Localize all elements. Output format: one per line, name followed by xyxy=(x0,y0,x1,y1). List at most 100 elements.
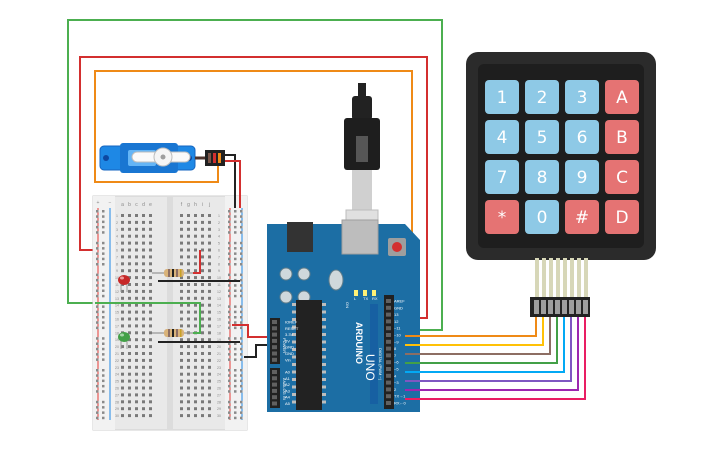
wire-red-resistor[interactable] xyxy=(193,250,201,274)
key-hash[interactable]: # xyxy=(565,200,599,234)
keypad-wire[interactable] xyxy=(405,314,586,400)
pin-label: 13 xyxy=(394,312,399,317)
column-label: a xyxy=(121,202,124,208)
pin-label: A5 xyxy=(285,401,291,406)
power-label: POWER xyxy=(282,338,287,353)
pin-hole xyxy=(272,357,277,362)
servo-motor[interactable] xyxy=(99,143,196,173)
keypad-wire[interactable] xyxy=(405,314,579,391)
key-0[interactable]: 0 xyxy=(525,200,559,234)
key-star[interactable]: * xyxy=(485,200,519,234)
pin-hole xyxy=(272,382,277,387)
row-label: 13 xyxy=(115,297,119,301)
keypad-wires[interactable] xyxy=(405,314,586,400)
ribbon-pin xyxy=(555,300,560,314)
wire-gnd-black[interactable] xyxy=(244,344,267,358)
key-3[interactable]: 3 xyxy=(565,80,599,114)
row-label: 24 xyxy=(115,373,119,377)
pin-hole xyxy=(386,319,391,324)
keypad-wire[interactable] xyxy=(405,314,551,355)
key-9[interactable]: 9 xyxy=(565,160,599,194)
pin-hole xyxy=(386,401,391,405)
pin-hole xyxy=(272,326,277,331)
onboard-led xyxy=(354,290,358,296)
keypad-wire[interactable] xyxy=(405,314,572,382)
keypad-wire[interactable] xyxy=(405,314,544,346)
pin-label: 7 xyxy=(394,353,397,358)
row-label: 19 xyxy=(217,338,221,342)
key-label: 0 xyxy=(537,208,548,228)
row-label: 18 xyxy=(115,331,119,335)
pin-hole xyxy=(386,367,391,371)
pin-label: GND xyxy=(285,345,294,350)
ribbon-strand xyxy=(584,258,588,298)
onboard-led xyxy=(372,290,376,296)
pin-label: Vin xyxy=(285,357,291,362)
wire-servo-black[interactable] xyxy=(225,154,236,208)
servo-connector[interactable] xyxy=(195,150,225,166)
wire-5v-red[interactable] xyxy=(232,324,267,338)
keypad-wire[interactable] xyxy=(405,314,558,364)
key-a[interactable]: A xyxy=(605,80,639,114)
key-label: 7 xyxy=(497,168,508,188)
column-label: i xyxy=(202,202,203,208)
row-label: 8 xyxy=(218,262,220,266)
pin-hole xyxy=(272,401,277,406)
resistor-2[interactable] xyxy=(152,329,193,337)
wire-servo-red[interactable] xyxy=(225,160,241,208)
key-label: B xyxy=(616,128,628,148)
key-label: 8 xyxy=(537,168,548,188)
key-d[interactable]: D xyxy=(605,200,639,234)
pin-hole xyxy=(386,312,391,317)
row-label: 9 xyxy=(116,269,118,273)
ribbon-strand xyxy=(556,258,560,298)
key-6[interactable]: 6 xyxy=(565,120,599,154)
usb-cable[interactable] xyxy=(344,83,380,231)
pin-hole xyxy=(272,345,277,350)
wire-green-resistor[interactable] xyxy=(95,302,201,334)
pin-label: A4 xyxy=(285,395,291,400)
key-label: 1 xyxy=(497,88,508,108)
key-5[interactable]: 5 xyxy=(525,120,559,154)
row-label: 3 xyxy=(218,228,220,232)
row-label: 17 xyxy=(217,324,221,328)
pin-label: RX←0 xyxy=(394,401,407,406)
rail-minus-label: − xyxy=(109,200,112,206)
key-label: 3 xyxy=(577,88,588,108)
key-2[interactable]: 2 xyxy=(525,80,559,114)
row-label: 12 xyxy=(217,290,221,294)
keypad-wire[interactable] xyxy=(405,314,565,373)
ribbon-pin xyxy=(569,300,574,314)
row-label: 25 xyxy=(115,380,119,384)
pin-hole xyxy=(386,333,391,337)
led-red[interactable] xyxy=(118,275,130,292)
key-c[interactable]: C xyxy=(605,160,639,194)
key-b[interactable]: B xyxy=(605,120,639,154)
keypad-wire[interactable] xyxy=(405,314,537,337)
row-label: 25 xyxy=(217,380,221,384)
ribbon-pin xyxy=(583,300,588,314)
pin-label: AREF xyxy=(394,299,405,304)
key-4[interactable]: 4 xyxy=(485,120,519,154)
column-label: b xyxy=(128,202,131,208)
row-label: 26 xyxy=(217,387,221,391)
row-label: 14 xyxy=(115,304,119,308)
wire-green-loop[interactable] xyxy=(67,19,443,331)
row-label: 29 xyxy=(115,407,119,411)
resistor-1[interactable] xyxy=(152,269,193,277)
key-7[interactable]: 7 xyxy=(485,160,519,194)
key-1[interactable]: 1 xyxy=(485,80,519,114)
pin-label: GND xyxy=(285,351,294,356)
key-8[interactable]: 8 xyxy=(525,160,559,194)
key-label: * xyxy=(498,208,507,228)
row-label: 11 xyxy=(217,283,221,287)
ribbon-strand xyxy=(549,258,553,298)
led-green[interactable] xyxy=(118,332,130,349)
